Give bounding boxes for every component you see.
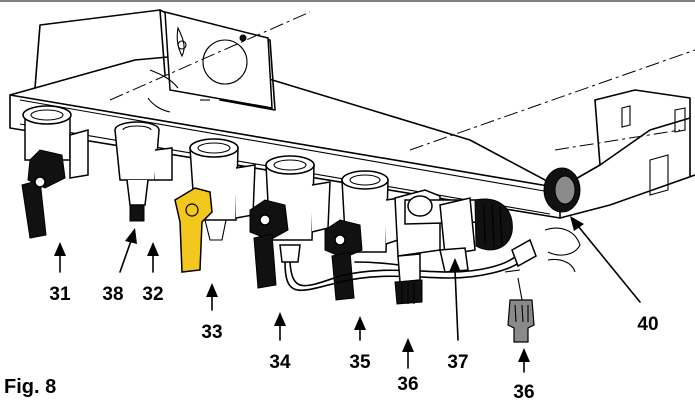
callout-34: 34	[269, 352, 291, 373]
callout-arrows	[54, 216, 641, 373]
fitting-35-valve	[324, 170, 401, 301]
callout-37: 37	[447, 352, 468, 373]
fitting-37-relief-valve	[394, 189, 513, 305]
fitting-31-valve	[21, 105, 89, 239]
callout-36-upper: 36	[397, 374, 418, 395]
yellow-valve-handle	[174, 187, 213, 273]
callout-31: 31	[49, 284, 71, 305]
callout-32: 32	[142, 284, 163, 305]
figure-label: Fig. 8	[4, 376, 56, 398]
connecting-pipes	[284, 238, 537, 292]
callout-40: 40	[637, 314, 658, 335]
fitting-40	[543, 167, 581, 213]
fitting-34-valve	[249, 155, 331, 289]
fitting-32-inlet	[114, 121, 173, 222]
callout-33: 33	[201, 322, 222, 343]
callout-35: 35	[349, 352, 371, 373]
fitting-36-connector	[507, 277, 535, 343]
callout-38: 38	[102, 284, 123, 305]
fitting-33-gas-valve	[174, 138, 256, 273]
callout-labels: 31 38 32 33 34 35 36 37 36 40	[49, 284, 658, 403]
mounting-frame	[9, 9, 695, 273]
callout-36-lower: 36	[513, 382, 534, 403]
